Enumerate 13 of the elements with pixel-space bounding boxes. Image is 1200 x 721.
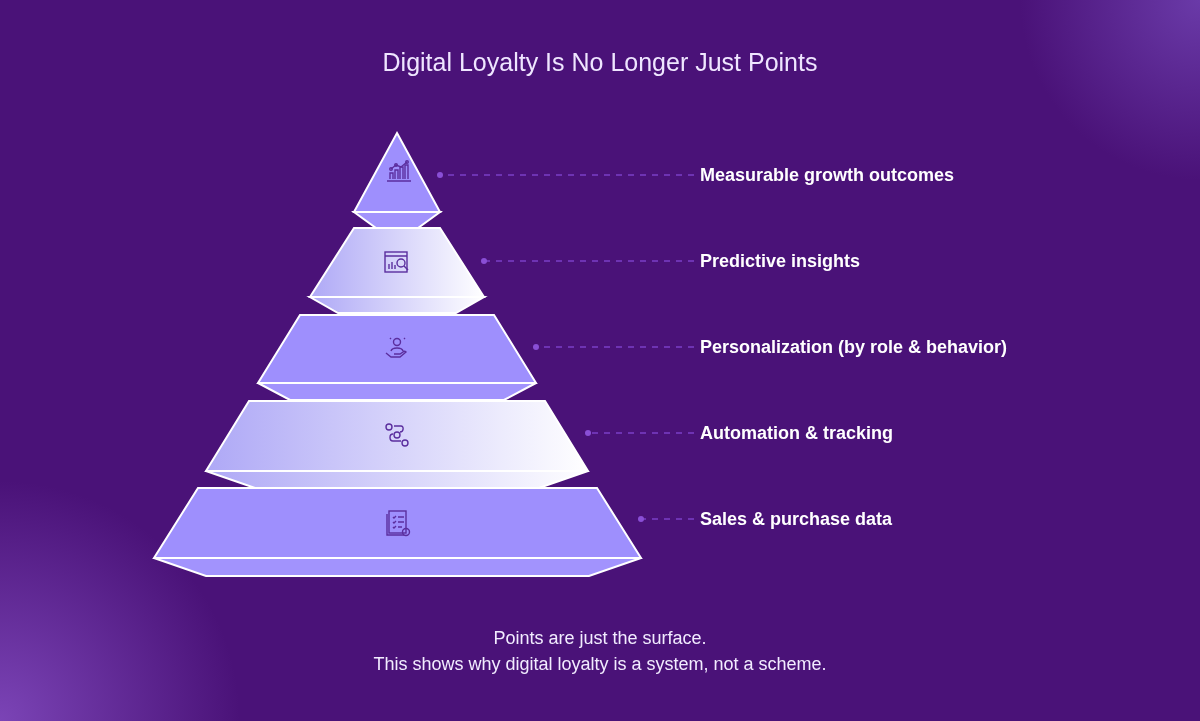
title: Digital Loyalty Is No Longer Just Points (381, 48, 819, 77)
leader-line (585, 430, 695, 436)
caption-text: This shows why digital loyalty is a system, not a scheme. (372, 654, 828, 675)
layer-label: Predictive insights (700, 250, 861, 272)
leader-line (533, 344, 695, 350)
layer-label: Automation & tracking (700, 422, 893, 444)
layer-label: Sales & purchase data (700, 508, 893, 530)
leader-line (437, 172, 695, 178)
layer-label: Measurable growth outcomes (700, 164, 955, 186)
layer-label: Personalization (by role & behavior) (700, 336, 1008, 358)
caption-text: Points are just the surface. (492, 628, 708, 649)
leader-line (481, 258, 695, 264)
leader-line (638, 516, 695, 522)
